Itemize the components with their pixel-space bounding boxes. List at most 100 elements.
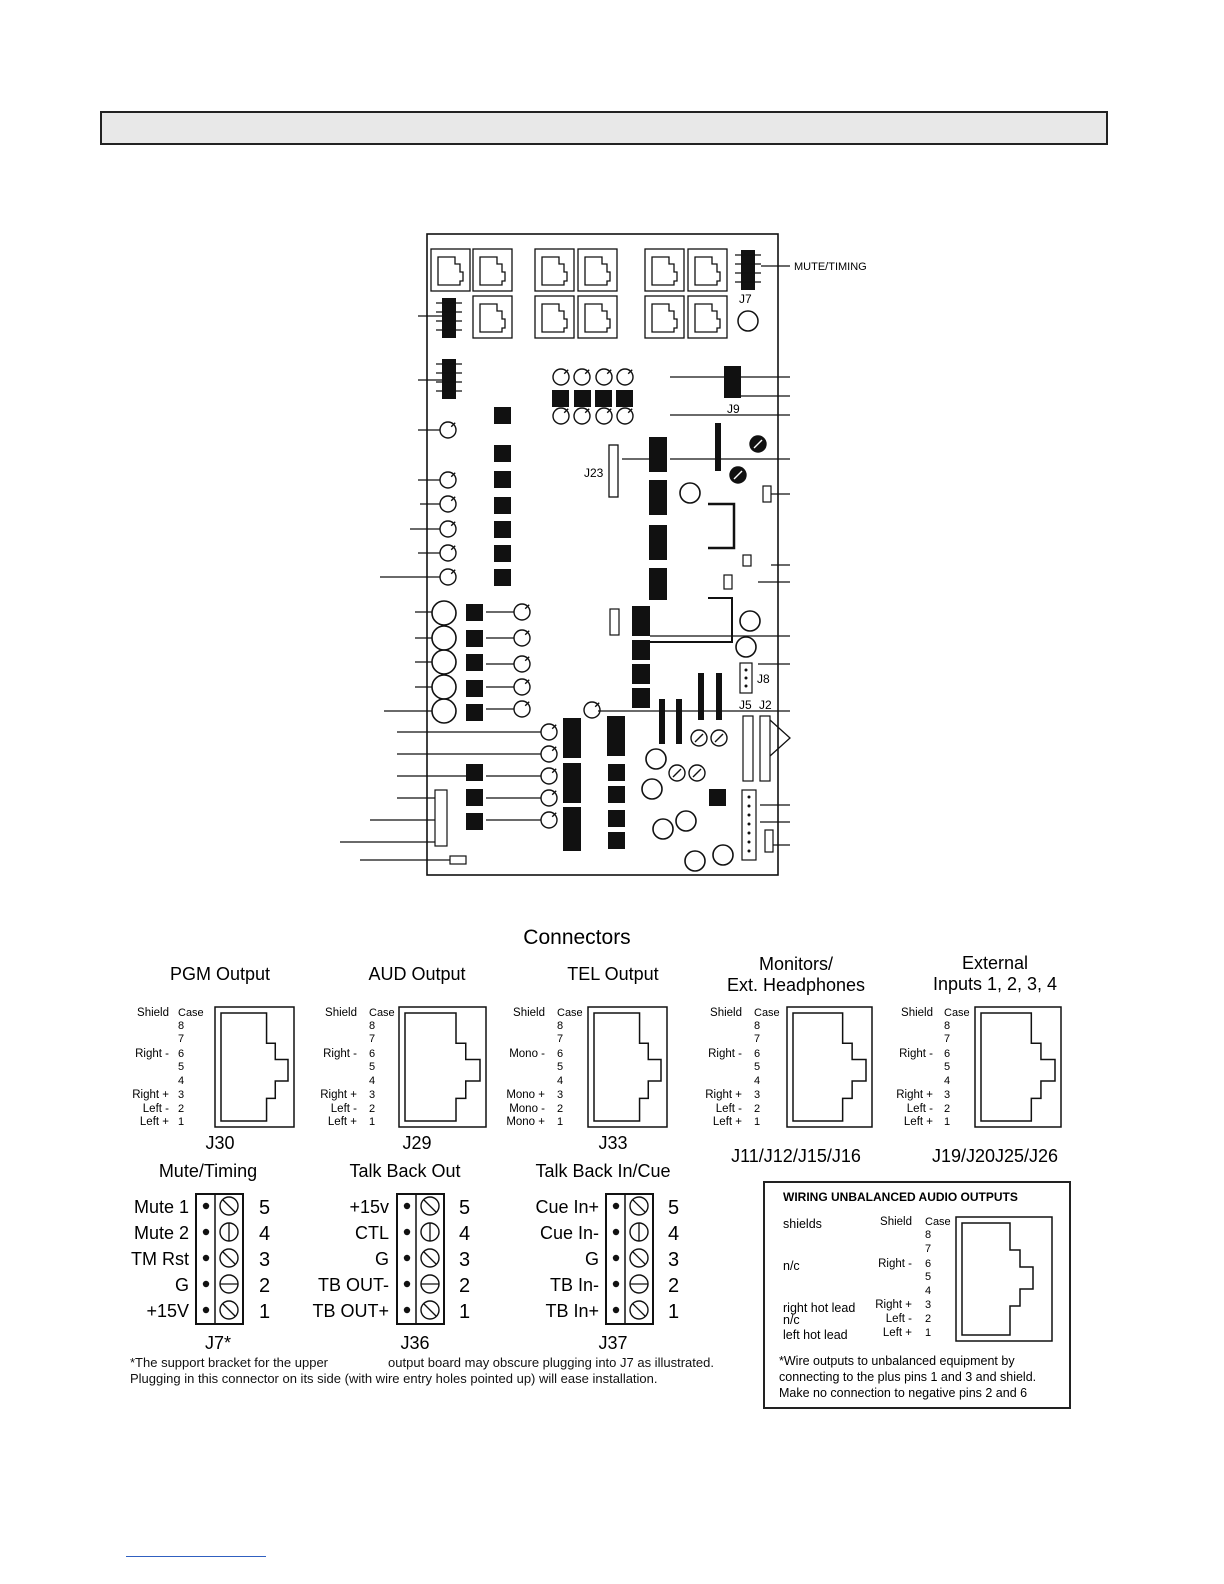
- terminal-jack-id: J36: [400, 1333, 429, 1353]
- connector-jack-id: J19/J20J25/J26: [932, 1146, 1058, 1166]
- svg-text:J8: J8: [757, 672, 770, 686]
- pin-number-label: 6: [557, 1048, 563, 1060]
- pin-number-label: 7: [557, 1033, 563, 1045]
- ic-chip: [494, 407, 511, 424]
- pin-number-label: 1: [754, 1116, 760, 1128]
- terminal-pin-number: 2: [259, 1275, 270, 1297]
- terminal-block-outline: [195, 1193, 244, 1325]
- pin-number-label: 3: [944, 1089, 950, 1101]
- pin-number-label: 3: [557, 1089, 563, 1101]
- pin-function-label: Shield: [513, 1007, 545, 1019]
- rj45-jack-box: [214, 1006, 295, 1128]
- terminal-pin-number: 4: [668, 1223, 679, 1245]
- potentiometer-wiper: [524, 630, 530, 636]
- pin-number-label: 2: [944, 1103, 950, 1115]
- pin-number-label: 8: [557, 1020, 563, 1032]
- ic-chip: [494, 445, 511, 462]
- potentiometer-wiper: [450, 569, 456, 575]
- pin-number-label: 1: [369, 1116, 375, 1128]
- terminal-pin-number: 5: [459, 1197, 470, 1219]
- trimmer: [710, 729, 728, 747]
- terminal-pin-number: 3: [668, 1249, 679, 1271]
- potentiometer-wiper: [450, 422, 456, 428]
- terminal-screw-slot: [632, 1199, 646, 1213]
- pin-number-label: 7: [754, 1033, 760, 1045]
- capacitor-group: [431, 482, 761, 872]
- pin-number-label: Case: [178, 1007, 204, 1019]
- pin-function-label: Mono -: [509, 1103, 545, 1115]
- terminal-dot: [612, 1280, 620, 1288]
- section-header-bar: [100, 111, 1108, 145]
- rj45-jack-profile: [593, 1012, 662, 1122]
- potentiometer-wiper: [524, 656, 530, 662]
- trimmer-slot: [694, 733, 704, 743]
- terminal-dot: [403, 1254, 411, 1262]
- terminal-pin-label: TB In+: [545, 1301, 599, 1321]
- wiring-pin-number: 2: [925, 1313, 931, 1325]
- mute-timing-label: MUTE/TIMING: [794, 261, 867, 273]
- pin-number-label: 4: [557, 1075, 563, 1087]
- ic-chip: [616, 390, 633, 407]
- ic-chip: [649, 525, 667, 560]
- wiring-pin-label: Right +: [875, 1299, 912, 1311]
- wiring-note-line: *Wire outputs to unbalanced equipment by: [779, 1354, 1015, 1368]
- terminal-screw-slot: [423, 1303, 437, 1317]
- ic-chip: [608, 810, 625, 827]
- rj45-jack-outline: [541, 303, 568, 333]
- pin-function-label: Right -: [135, 1048, 169, 1060]
- pin-function-label: Right +: [132, 1089, 169, 1101]
- ic-chip: [466, 813, 483, 830]
- terminal-dot: [403, 1306, 411, 1314]
- terminal-pin-number: 3: [459, 1249, 470, 1271]
- potentiometer-wiper: [524, 679, 530, 685]
- terminal-dot: [612, 1306, 620, 1314]
- connector-title: TEL Output: [567, 964, 658, 984]
- pin-function-label: Right +: [896, 1089, 933, 1101]
- terminal-pin-label: Cue In-: [540, 1223, 599, 1243]
- terminal-dot: [202, 1202, 210, 1210]
- potentiometer-wiper: [450, 472, 456, 478]
- wiring-lead-label: right hot lead: [783, 1301, 855, 1315]
- wiring-pin-number: 3: [925, 1299, 931, 1311]
- connector-jack-id: J30: [205, 1133, 234, 1153]
- connector-jack-id: J11/J12/J15/J16: [731, 1146, 861, 1166]
- potentiometer-wiper: [551, 746, 557, 752]
- potentiometer: [552, 407, 570, 425]
- pin-function-label: Shield: [710, 1007, 742, 1019]
- wiring-lead-label: shields: [783, 1217, 822, 1231]
- wiring-note-line: Make no connection to negative pins 2 an…: [779, 1386, 1027, 1400]
- pin-function-label: Left -: [143, 1103, 169, 1115]
- pin-number-label: 2: [754, 1103, 760, 1115]
- ic-chip: [563, 718, 581, 758]
- svg-text:J23: J23: [584, 466, 604, 480]
- ic-chip: [608, 764, 625, 781]
- potentiometer: [573, 407, 591, 425]
- wiring-pin-number: 6: [925, 1258, 931, 1270]
- potentiometer-wiper: [551, 812, 557, 818]
- pin-number-label: Case: [944, 1007, 970, 1019]
- trimmer-slot: [733, 470, 743, 480]
- pin-function-label: Left +: [140, 1116, 169, 1128]
- pin-number-label: 5: [557, 1061, 563, 1073]
- terminal-pin-label: G: [585, 1249, 599, 1269]
- terminal-block-outline: [605, 1193, 654, 1325]
- wiring-pin-label: Left +: [883, 1327, 912, 1339]
- terminal-pin-label: TB OUT-: [318, 1275, 389, 1295]
- ic-chip: [608, 786, 625, 803]
- svg-text:J2: J2: [759, 698, 772, 712]
- terminal-jack-id: J7*: [205, 1333, 231, 1353]
- pin-headers: [442, 250, 755, 399]
- wiring-pin-label: Shield: [880, 1216, 912, 1228]
- pin-number-label: 5: [178, 1061, 184, 1073]
- pin-number-label: 2: [178, 1103, 184, 1115]
- terminal-dot: [612, 1228, 620, 1236]
- terminal-screw-slot: [222, 1303, 236, 1317]
- terminal-screw-slot: [423, 1199, 437, 1213]
- terminal-pin-number: 1: [459, 1301, 470, 1323]
- rj45-jack-profile: [980, 1012, 1056, 1122]
- rj45-jack-outline: [694, 303, 721, 333]
- terminal-dot: [403, 1202, 411, 1210]
- terminal-screw: [629, 1248, 649, 1268]
